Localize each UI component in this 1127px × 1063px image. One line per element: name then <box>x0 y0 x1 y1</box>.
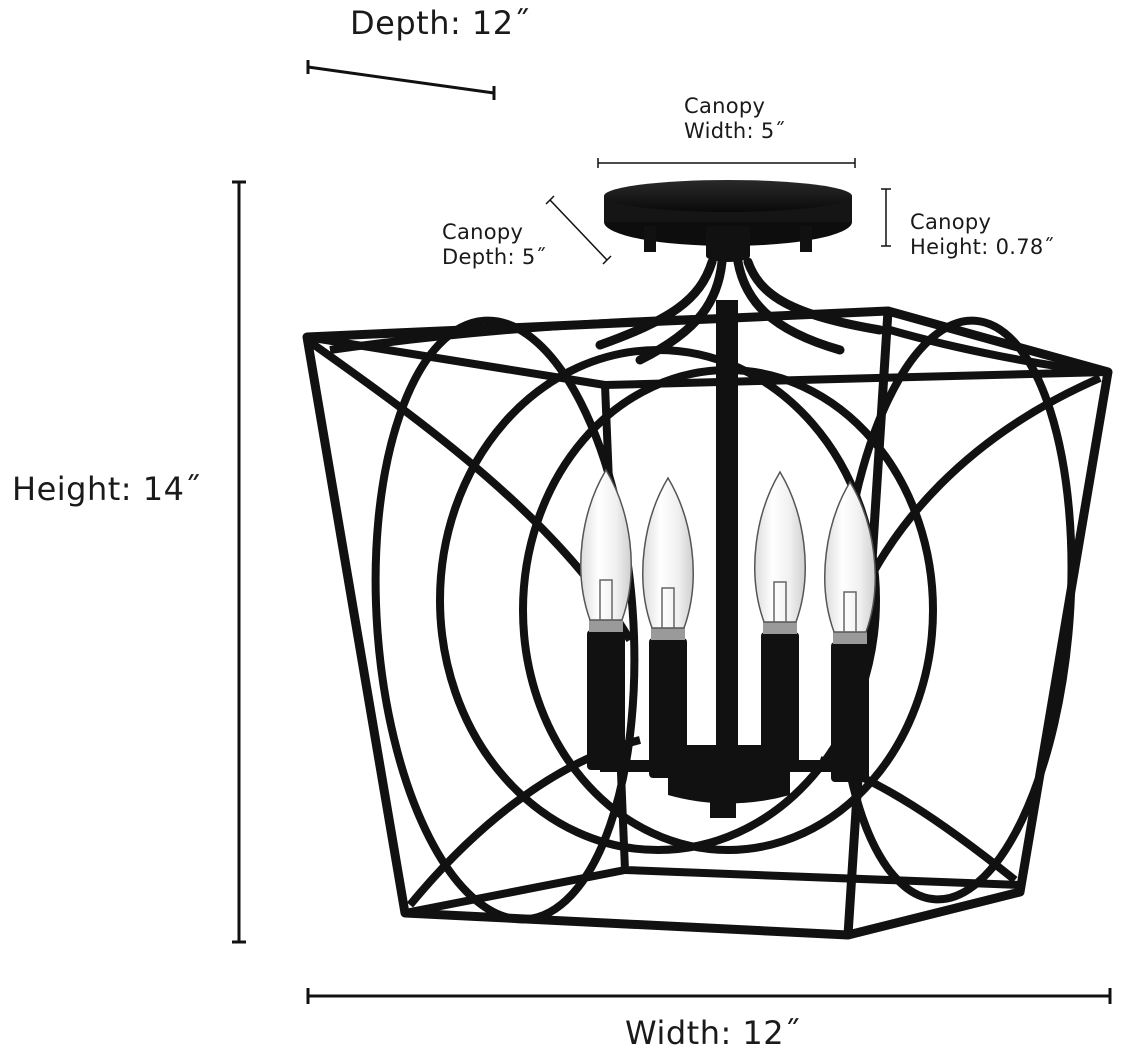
bulb-base <box>833 632 867 644</box>
height-dimension-line <box>232 180 246 944</box>
height-label: Height: 14˝ <box>12 470 201 508</box>
bulb-base <box>651 628 685 640</box>
candle-cluster-base <box>600 745 860 818</box>
depth-label: Depth: 12˝ <box>350 4 531 42</box>
cage-rings <box>307 314 1102 924</box>
candle-sleeve <box>587 630 625 770</box>
canopy-height-label-line1: Canopy <box>910 210 992 234</box>
bulb-base <box>763 622 797 634</box>
canopy <box>604 180 852 262</box>
canopy-width-label: Canopy Width: 5˝ <box>684 94 785 144</box>
cage-front-frame <box>302 306 1113 940</box>
canopy-depth-label: Canopy Depth: 5˝ <box>442 220 546 270</box>
canopy-width-dimension-line <box>597 158 856 168</box>
canopy-depth-label-line2: Depth: 5˝ <box>442 245 547 270</box>
canopy-width-label-line1: Canopy <box>684 94 766 118</box>
canopy-height-label: Canopy Height: 0.78˝ <box>910 210 1054 260</box>
depth-dimension-line <box>306 60 496 100</box>
candle-bulb <box>580 468 632 621</box>
width-dimension-line <box>306 988 1112 1004</box>
candle-sleeve <box>649 638 687 778</box>
canopy-depth-dimension-line <box>545 195 612 265</box>
candle-bulb <box>642 476 694 629</box>
canopy-width-label-line2: Width: 5˝ <box>684 119 786 144</box>
candle-bulb <box>754 470 806 623</box>
candle-sleeve <box>761 632 799 772</box>
bulb-filament <box>843 591 857 632</box>
candle-bulb <box>824 480 876 633</box>
canopy-depth-label-line1: Canopy <box>442 220 524 244</box>
bulbs <box>580 468 876 633</box>
candle-sleeves <box>587 620 869 782</box>
bulb-base <box>589 620 623 632</box>
bulb-filament <box>661 587 675 628</box>
candle-sleeve <box>831 642 869 782</box>
center-stem <box>716 300 738 750</box>
canopy-height-label-line2: Height: 0.78˝ <box>910 235 1055 260</box>
bulb-filament <box>599 579 613 620</box>
width-label: Width: 12˝ <box>625 1014 801 1052</box>
bulb-filament <box>773 581 787 622</box>
canopy-height-dimension-line <box>881 188 891 247</box>
